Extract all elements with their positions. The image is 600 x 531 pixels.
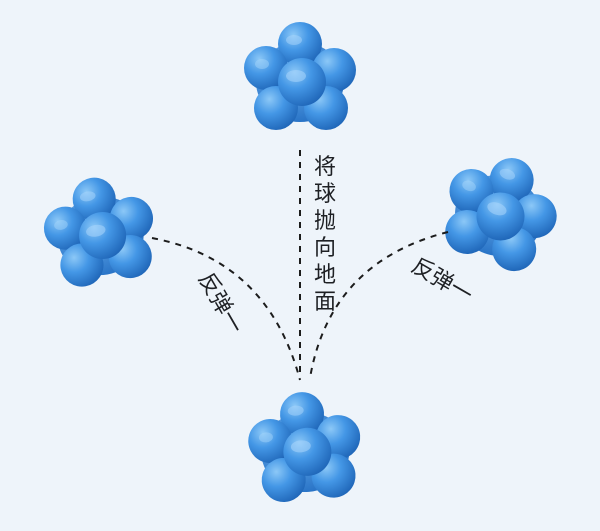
drop-text-char: 抛 [314, 209, 336, 234]
drop-text: 将球抛向地面 [314, 155, 336, 315]
ball-top-icon [244, 22, 356, 130]
ball-left-icon [36, 168, 163, 292]
drop-text-char: 将 [314, 155, 336, 180]
bounce-right-path-line [309, 231, 449, 379]
bounce-left-path-line [151, 237, 301, 381]
bounce-right-label: 反弹一 [407, 254, 477, 309]
bounce-left-text: 反弹一 [193, 269, 248, 339]
drop-text-char: 向 [314, 236, 336, 261]
ball-right-icon [429, 140, 572, 281]
drop-text-char: 地 [314, 263, 336, 288]
drop-text-char: 球 [314, 182, 336, 207]
drop-text-char: 面 [314, 290, 336, 315]
bounce-right-text: 反弹一 [407, 254, 477, 309]
bounce-left-label: 反弹一 [193, 269, 248, 339]
drop-label: 将球抛向地面 [314, 155, 336, 315]
ball-bottom-icon [244, 387, 366, 505]
